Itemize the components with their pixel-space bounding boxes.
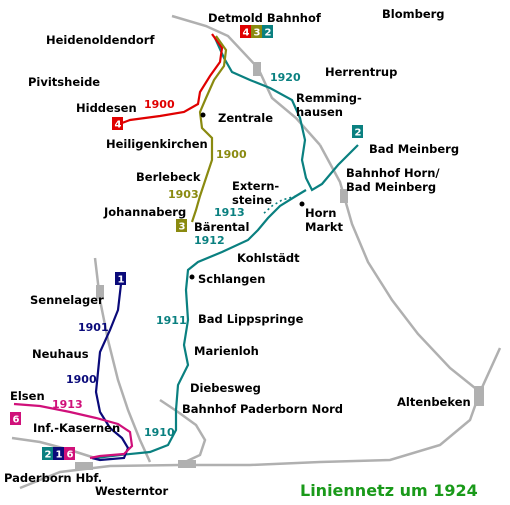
label-altenbeken: Altenbeken — [397, 395, 471, 409]
badge-elsen-6-text: 6 — [13, 415, 20, 426]
year-1903: 1903 — [168, 188, 199, 201]
badge-paderborn-1 — [53, 447, 64, 460]
station-paderborn-nord — [178, 460, 196, 468]
label-bhf-pb-nord: Bahnhof Paderborn Nord — [182, 402, 343, 416]
year-1901: 1901 — [78, 321, 109, 334]
line-2-main — [213, 37, 359, 192]
badge-paderborn-6 — [64, 447, 75, 460]
year-1900-olive: 1900 — [216, 148, 247, 161]
label-elsen: Elsen — [10, 389, 45, 403]
label-bhf-horn-2: Bad Meinberg — [346, 180, 436, 194]
label-extern-1: Extern- — [232, 179, 279, 193]
badge-sennelager-1-text: 1 — [118, 275, 125, 286]
label-extern-2: steine — [232, 193, 272, 207]
label-herrentrup: Herrentrup — [325, 65, 397, 79]
label-horn-2: Markt — [305, 220, 344, 234]
railway-sennelager — [93, 257, 152, 463]
label-johannaberg: Johannaberg — [103, 205, 186, 219]
year-1913-teal: 1913 — [214, 206, 245, 219]
badge-paderborn-1-text: 1 — [56, 450, 63, 461]
label-schlangen: Schlangen — [198, 272, 265, 286]
place-labels: Detmold Bahnhof Blomberg Heidenoldendorf… — [4, 7, 471, 498]
badge-johannaberg-3 — [176, 219, 187, 232]
stop-schlangen — [189, 274, 195, 280]
badge-detmold-2-text: 2 — [265, 28, 272, 39]
label-westerntor: Westerntor — [95, 484, 168, 498]
label-blomberg: Blomberg — [382, 7, 445, 21]
label-diebesweg: Diebesweg — [190, 381, 261, 395]
year-1900-blue: 1900 — [66, 373, 97, 386]
label-horn-1: Horn — [305, 206, 336, 220]
station-altenbeken — [474, 386, 484, 406]
year-1911: 1911 — [156, 314, 187, 327]
label-baerental: Bärental — [194, 220, 249, 234]
year-labels: 1920 1900 1900 1903 1913 1912 1911 1901 … — [52, 71, 301, 439]
badge-detmold-4-text: 4 — [243, 28, 250, 39]
badge-elsen-6 — [10, 412, 21, 425]
line-6 — [13, 402, 134, 460]
label-zentrale: Zentrale — [218, 111, 273, 125]
badge-detmold-4 — [240, 25, 251, 38]
badge-hiddesen-4 — [112, 117, 123, 130]
stop-horn-markt — [299, 201, 305, 207]
year-1900-red: 1900 — [144, 98, 175, 111]
label-heiligenkirchen: Heiligenkirchen — [106, 137, 208, 151]
label-hiddesen: Hiddesen — [76, 101, 137, 115]
station-paderborn-hbf — [75, 462, 93, 470]
label-bhf-horn-1: Bahnhof Horn/ — [346, 166, 440, 180]
label-detmold: Detmold Bahnhof — [208, 11, 322, 25]
badge-paderborn-2 — [42, 447, 53, 460]
label-remming-1: Remming- — [296, 91, 362, 105]
line-3 — [190, 35, 228, 223]
year-1913-magenta: 1913 — [52, 398, 83, 411]
badge-hiddesen-4-text: 4 — [115, 120, 122, 131]
label-heidenoldendorf: Heidenoldendorf — [46, 33, 155, 47]
line-badges: 4 3 2 4 2 3 1 6 2 1 6 — [10, 25, 363, 461]
station-sennelager — [96, 285, 104, 299]
label-berlebeck: Berlebeck — [136, 170, 201, 184]
badge-bad-meinberg-2-text: 2 — [355, 128, 362, 139]
badge-detmold-2 — [262, 25, 273, 38]
label-bad-meinberg: Bad Meinberg — [369, 142, 459, 156]
label-pivitsheide: Pivitsheide — [28, 75, 100, 89]
line-4 — [121, 33, 224, 125]
railway-elsen — [11, 436, 96, 460]
badge-detmold-3 — [251, 25, 262, 38]
label-bad-lippspringe: Bad Lippspringe — [198, 312, 304, 326]
stop-zentrale — [200, 112, 206, 118]
badge-bad-meinberg-2 — [352, 125, 363, 138]
map-title: Liniennetz um 1924 — [300, 481, 478, 500]
label-marienloh: Marienloh — [194, 344, 259, 358]
badge-paderborn-2-text: 2 — [45, 450, 52, 461]
label-paderborn-hbf: Paderborn Hbf. — [4, 471, 102, 485]
station-detmold — [253, 62, 261, 76]
line-1 — [91, 283, 130, 462]
station-horn — [340, 189, 348, 203]
year-1910: 1910 — [144, 426, 175, 439]
line-2-west — [94, 189, 307, 460]
label-kohlstaedt: Kohlstädt — [237, 251, 300, 265]
badge-sennelager-1 — [115, 272, 126, 285]
label-remming-2: hausen — [296, 105, 343, 119]
badge-detmold-3-text: 3 — [254, 28, 261, 39]
badge-johannaberg-3-text: 3 — [179, 222, 186, 233]
badge-paderborn-6-text: 6 — [67, 450, 74, 461]
year-1920: 1920 — [270, 71, 301, 84]
line-2-externsteine — [261, 195, 297, 216]
label-sennelager: Sennelager — [30, 293, 104, 307]
label-neuhaus: Neuhaus — [32, 347, 89, 361]
label-inf-kasernen: Inf.-Kasernen — [33, 421, 120, 435]
year-1912: 1912 — [194, 234, 225, 247]
